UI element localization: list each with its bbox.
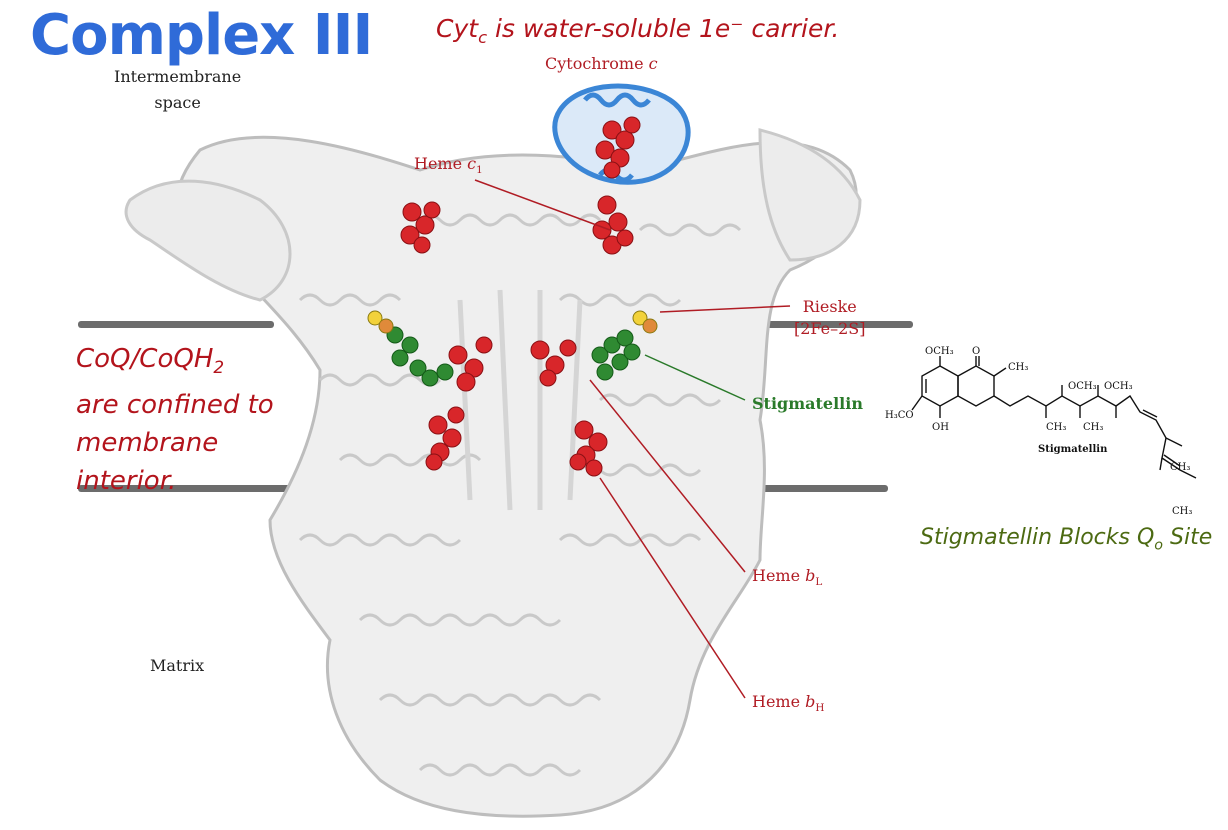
struct-ch3-d: CH₃ [1172, 506, 1192, 517]
coq-note-line1-text: CoQ/CoQH [76, 344, 214, 374]
stig-note-sub: o [1154, 537, 1164, 554]
struct-ch3-a: CH₃ [1046, 422, 1066, 433]
heme-spheres [400, 116, 641, 477]
heme-bh-text: Heme [752, 692, 806, 711]
struct-ch3-b: CH₃ [1083, 422, 1103, 433]
cytc-note: Cytc is water-soluble 1e⁻ carrier. [436, 12, 839, 55]
heme-c1-ital: c [467, 154, 477, 173]
cytochrome-c-ital: c [648, 54, 658, 73]
label-stigmatellin: Stigmatellin [752, 394, 863, 413]
struct-name: Stigmatellin [1038, 444, 1108, 455]
coq-note: CoQ/CoQH2 are confined to membrane inter… [76, 340, 274, 500]
struct-o-top: O [972, 346, 980, 357]
membrane-line-top-left [78, 321, 274, 328]
cytc-note-post: is water-soluble 1e⁻ carrier. [487, 14, 840, 43]
heme-bl-ital: b [805, 566, 816, 585]
stigmatellin-structure [911, 356, 1197, 479]
stig-note-pre: Stigmatellin Blocks Q [920, 525, 1155, 550]
cytochrome-c-text: Cytochrome [545, 54, 649, 73]
struct-och3-top: OCH₃ [925, 346, 954, 357]
struct-ch3-ring: CH₃ [1008, 362, 1028, 373]
cytc-note-pre: Cyt [436, 14, 479, 43]
heme-c1-text: Heme [414, 154, 468, 173]
leader-lines [474, 179, 791, 699]
ims-line2: space [154, 93, 201, 112]
structure-labels: OCH₃ O CH₃ H₃CO OH OCH₃ OCH₃ CH₃ CH₃ CH₃… [885, 346, 1192, 517]
coq-note-line1: CoQ/CoQH2 [76, 340, 274, 386]
coq-note-line2: are confined to [76, 390, 274, 421]
label-cytochrome-c: Cytochrome c [545, 54, 658, 73]
label-rieske: Rieske [2Fe–2S] [794, 296, 866, 340]
rieske-clusters [367, 310, 658, 334]
struct-och3-a: OCH₃ [1068, 381, 1097, 392]
coq-note-line3: membrane [76, 428, 219, 459]
heme-bl-sub: L [815, 576, 823, 589]
coq-note-line1-sub: 2 [213, 357, 225, 378]
label-heme-bl: Heme bL [752, 566, 822, 588]
heme-c1-sub: 1 [476, 164, 483, 177]
heme-bl-text: Heme [752, 566, 806, 585]
label-heme-bh: Heme bH [752, 692, 824, 714]
membrane-line-bottom-right [698, 485, 888, 492]
rieske-line2: [2Fe–2S] [794, 319, 866, 338]
ims-line1: Intermembrane [114, 67, 242, 86]
coq-note-line4: interior. [76, 466, 177, 497]
struct-oh: OH [932, 422, 949, 433]
struct-och3-b: OCH₃ [1104, 381, 1133, 392]
intermembrane-space-label: Intermembrane space [114, 64, 241, 116]
cytc-note-sub: c [478, 28, 487, 47]
stigmatellin-note: Stigmatellin Blocks Qo Site [920, 522, 1212, 561]
label-heme-c1: Heme c1 [414, 154, 483, 176]
heme-bh-sub: H [815, 702, 825, 715]
stig-note-post: Site [1163, 525, 1213, 550]
membrane-line-bottom-left [78, 485, 336, 492]
matrix-label: Matrix [150, 656, 205, 675]
heme-bh-ital: b [805, 692, 816, 711]
struct-h3co: H₃CO [885, 410, 914, 421]
page-title: Complex III [30, 3, 373, 68]
stigmatellin-spheres [386, 326, 641, 387]
struct-ch3-c: CH₃ [1170, 462, 1190, 473]
membrane-line-top-right [748, 321, 913, 328]
rieske-line1: Rieske [802, 297, 857, 316]
